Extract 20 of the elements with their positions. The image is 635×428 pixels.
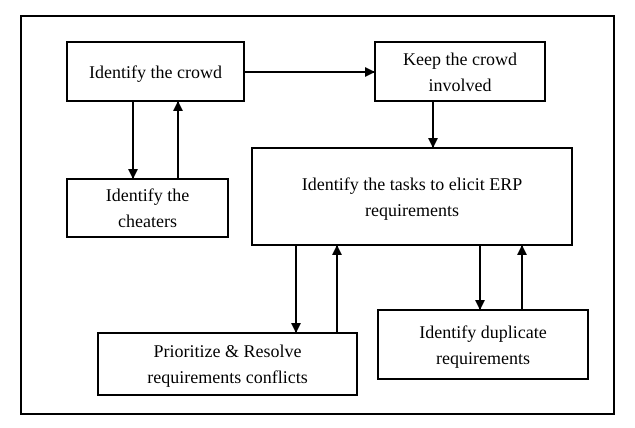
process-box	[66, 41, 245, 102]
arrow	[128, 102, 138, 179]
box-label: Keep the crowd involved	[402, 48, 518, 96]
box-label: Identify the tasks to elicit ERP requirements	[300, 172, 524, 222]
arrow	[517, 245, 527, 309]
arrow	[291, 246, 301, 333]
process-box	[97, 332, 358, 396]
box-label: Identify the cheaters	[104, 184, 190, 233]
process-box	[377, 309, 589, 380]
arrow	[332, 245, 342, 332]
box-label: Prioritize & Resolve requirements conflicts	[146, 340, 309, 389]
arrow	[428, 102, 438, 148]
box-label: Identify the crowd	[89, 60, 222, 84]
process-box	[374, 41, 546, 102]
arrow	[173, 101, 183, 178]
arrow	[245, 67, 375, 77]
box-label: Identify duplicate requirements	[418, 320, 548, 370]
arrow	[475, 246, 485, 310]
process-box	[66, 178, 229, 238]
process-box	[251, 147, 573, 246]
